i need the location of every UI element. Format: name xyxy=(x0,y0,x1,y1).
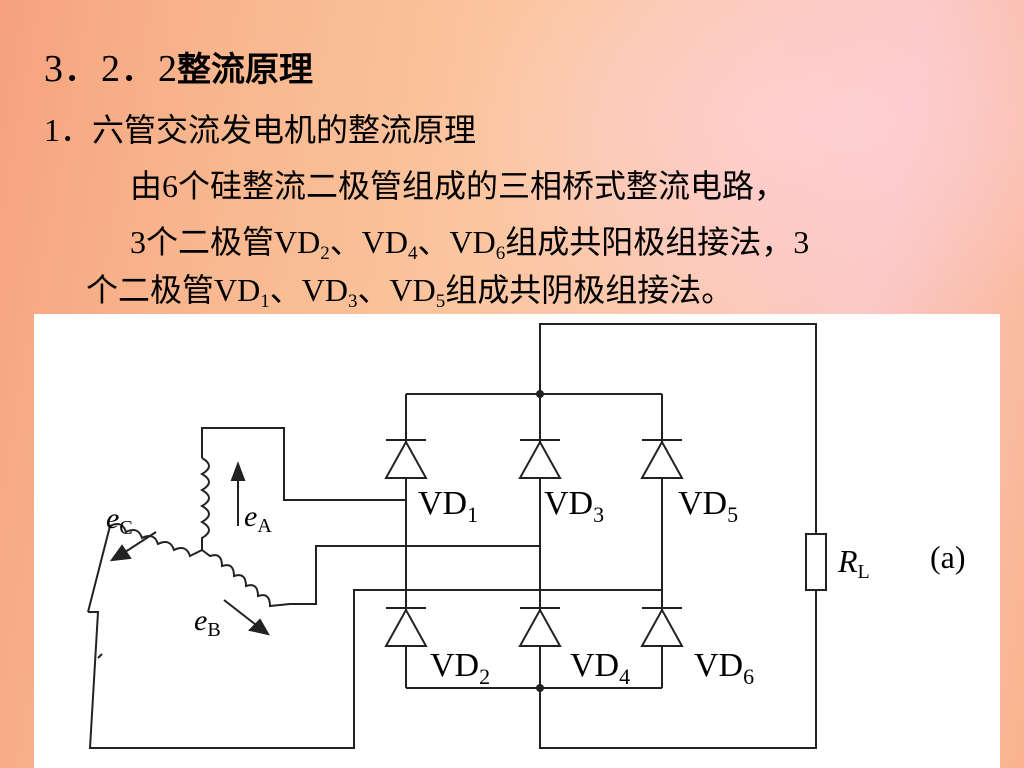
diode-vd1 xyxy=(384,439,428,479)
label-vd6: VD6 xyxy=(694,647,754,689)
label-rl: RL xyxy=(837,543,870,583)
winding-a xyxy=(199,457,210,550)
winding-c xyxy=(87,523,203,613)
anode-group-line: 3个二极管VD2、VD4、VD6组成共阳极组接法，3 xyxy=(130,220,809,264)
ec-arrowhead xyxy=(109,544,132,562)
text-part: 3个二极管VD xyxy=(130,224,321,260)
junction-dot-bottom xyxy=(536,684,544,692)
subscript: 6 xyxy=(495,243,506,264)
text-part: 、VD xyxy=(269,272,348,308)
junction-dot-top xyxy=(536,390,544,398)
cathode-group-line: 个二极管VD1、VD3、VD5组成共阴极组接法。 xyxy=(86,268,733,312)
diode-vd2 xyxy=(384,607,428,647)
label-vd5: VD5 xyxy=(678,485,738,527)
diode-vd6 xyxy=(640,607,684,647)
diode-vd4 xyxy=(518,607,562,647)
text-part: 组成共阴极组接法。 xyxy=(445,272,734,308)
label-vd1: VD1 xyxy=(418,485,478,527)
tick-mark xyxy=(97,653,103,659)
subscript: 5 xyxy=(435,291,446,312)
diode-vd3 xyxy=(518,439,562,479)
label-vd4: VD4 xyxy=(570,647,630,689)
description-line: 由6个硅整流二极管组成的三相桥式整流电路， xyxy=(130,164,786,208)
winding-b xyxy=(201,549,291,608)
text-part: 个二极管VD xyxy=(86,272,261,308)
subscript: 2 xyxy=(320,243,330,264)
text-part: 、VD xyxy=(329,224,408,260)
wire-bottom-load xyxy=(539,590,817,749)
heading-text: 1．六管交流发电机的整流原理 xyxy=(44,112,477,148)
phase-b-wire xyxy=(290,545,540,605)
title-number: 3．2．2 xyxy=(44,48,178,90)
label-vd3: VD3 xyxy=(544,485,604,527)
title-text: 整流原理 xyxy=(177,50,314,90)
eb-arrow-line xyxy=(223,599,261,629)
label-eb: eB xyxy=(194,604,221,641)
label-ec: eC xyxy=(106,502,133,539)
text-part: 组成共阳极组接法，3 xyxy=(505,224,810,260)
phase-a-wire xyxy=(201,427,406,501)
circuit-figure: VD1 VD3 VD5 VD2 VD4 VD6 eA eB eC RL (a) xyxy=(34,314,1000,768)
subscript: 4 xyxy=(407,243,418,264)
text-part: 、VD xyxy=(357,272,436,308)
ec-arrow-line xyxy=(121,531,157,555)
eb-arrowhead xyxy=(248,618,270,636)
ea-arrowhead xyxy=(230,461,246,481)
label-ea: eA xyxy=(244,500,272,537)
subscript: 1 xyxy=(260,291,270,312)
description-text: 由6个硅整流二极管组成的三相桥式整流电路， xyxy=(130,168,787,204)
bridge-rectifier-diagram: VD1 VD3 VD5 VD2 VD4 VD6 eA eB eC RL (a) xyxy=(87,323,966,749)
diode-vd5 xyxy=(640,439,684,479)
load-resistor xyxy=(805,533,827,591)
wire-top-load xyxy=(539,323,817,534)
heading-line: 1．六管交流发电机的整流原理 xyxy=(44,108,476,152)
slide-title: 3．2．2整流原理 xyxy=(44,44,313,95)
figure-tag: (a) xyxy=(930,539,966,575)
text-part: 、VD xyxy=(417,224,496,260)
phase-c-wire xyxy=(88,589,662,749)
label-vd2: VD2 xyxy=(430,647,490,689)
subscript: 3 xyxy=(347,291,358,312)
